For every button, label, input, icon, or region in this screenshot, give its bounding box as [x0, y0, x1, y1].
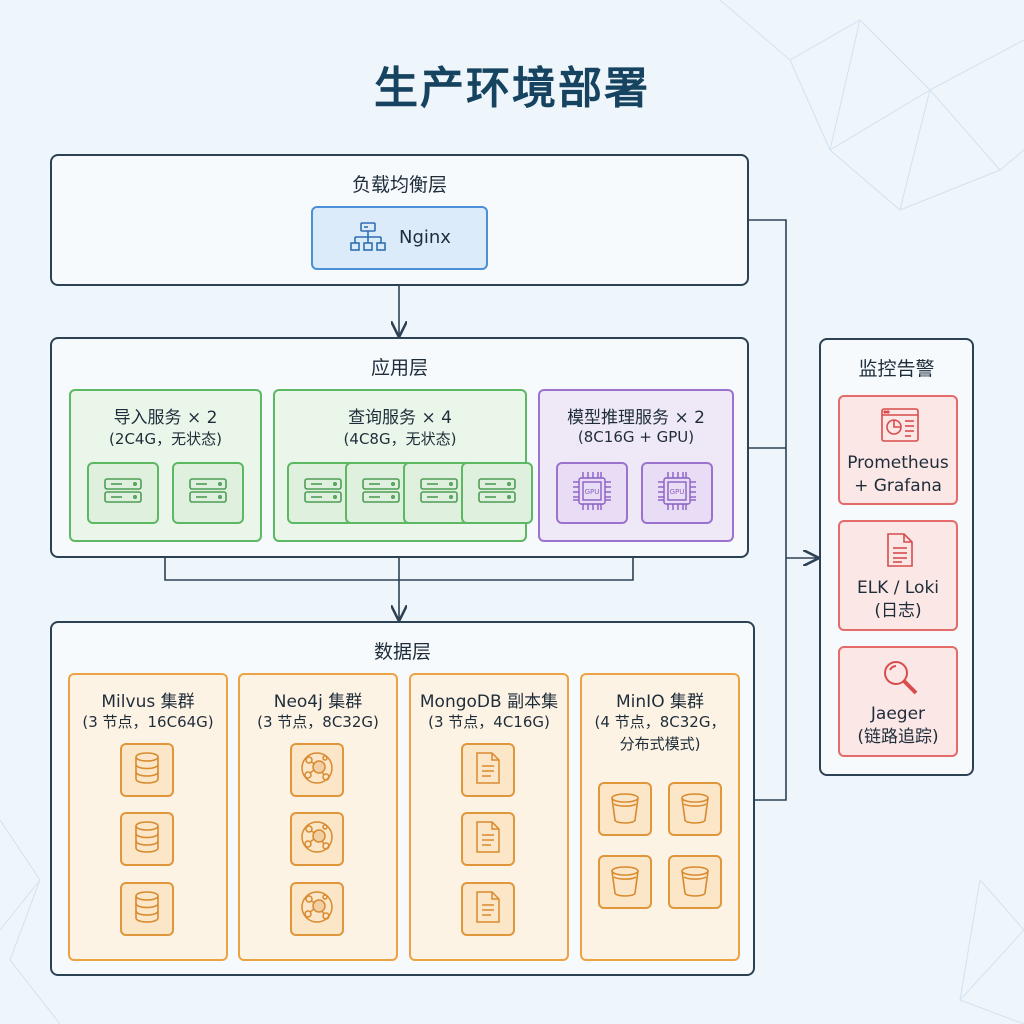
- data-layer-title: 数据层: [373, 641, 431, 663]
- node-tile[interactable]: GPU: [641, 462, 713, 524]
- graph-nodes-icon: [299, 889, 335, 929]
- gpu-chip-icon: GPU: [655, 469, 699, 517]
- server-icon: [418, 476, 460, 510]
- node-tile[interactable]: [668, 855, 722, 909]
- query-service-spec: (4C8G，无状态): [343, 430, 457, 448]
- monitoring-title: 监控告警: [858, 358, 935, 380]
- app-layer-title: 应用层: [370, 357, 428, 379]
- node-tile[interactable]: [120, 882, 174, 936]
- import-service-name: 导入服务 × 2: [113, 408, 218, 428]
- import-service-spec: (2C4G，无状态): [109, 430, 222, 448]
- node-tile[interactable]: [598, 782, 652, 836]
- data-layer: 数据层 Milvus 集群 (3 节点，16C64G) Neo4j 集群 (3 …: [50, 621, 755, 976]
- minio-name: MinIO 集群: [616, 692, 704, 712]
- node-tile[interactable]: [290, 743, 344, 797]
- elk-loki-sub: (日志): [874, 601, 922, 621]
- node-tile[interactable]: [87, 462, 159, 524]
- gpu-chip-icon: GPU: [570, 469, 614, 517]
- prometheus-grafana-box[interactable]: Prometheus + Grafana: [838, 395, 958, 505]
- magnifier-icon: [880, 658, 920, 700]
- application-layer: 应用层 导入服务 × 2 (2C4G，无状态) 查询服务 × 4 (4C8G，无…: [50, 337, 749, 558]
- node-tile[interactable]: [668, 782, 722, 836]
- bucket-icon: [678, 863, 712, 901]
- node-tile[interactable]: [120, 743, 174, 797]
- page-title: 生产环境部署: [374, 63, 650, 114]
- graph-nodes-icon: [299, 819, 335, 859]
- database-icon: [132, 820, 162, 858]
- document-icon: [474, 890, 502, 928]
- server-icon: [360, 476, 402, 510]
- document-icon: [474, 751, 502, 789]
- bucket-icon: [678, 790, 712, 828]
- milvus-name: Milvus 集群: [101, 692, 195, 712]
- node-tile[interactable]: [461, 743, 515, 797]
- import-service-group[interactable]: 导入服务 × 2 (2C4G，无状态): [69, 389, 262, 542]
- mongodb-replica-set[interactable]: MongoDB 副本集 (3 节点，4C16G): [409, 673, 569, 961]
- milvus-cluster[interactable]: Milvus 集群 (3 节点，16C64G): [68, 673, 228, 961]
- server-icon: [476, 476, 518, 510]
- dashboard-chart-icon: [880, 407, 920, 447]
- query-service-name: 查询服务 × 4: [348, 408, 452, 428]
- document-icon: [474, 820, 502, 858]
- mongodb-name: MongoDB 副本集: [419, 692, 559, 712]
- jaeger-sub: (链路追踪): [857, 727, 939, 747]
- minio-spec: (4 节点，8C32G，: [594, 713, 726, 731]
- nginx-box[interactable]: Nginx: [311, 206, 488, 270]
- svg-text:GPU: GPU: [585, 488, 600, 496]
- node-tile[interactable]: GPU: [556, 462, 628, 524]
- svg-text:GPU: GPU: [670, 488, 685, 496]
- inference-service-name: 模型推理服务 × 2: [567, 408, 705, 428]
- node-tile[interactable]: [290, 882, 344, 936]
- log-file-icon: [885, 532, 915, 572]
- node-tile[interactable]: [120, 812, 174, 866]
- node-tile[interactable]: [172, 462, 244, 524]
- graph-nodes-icon: [299, 750, 335, 790]
- neo4j-spec: (3 节点，8C32G): [257, 713, 379, 731]
- nginx-label: Nginx: [399, 227, 451, 248]
- database-icon: [132, 890, 162, 928]
- neo4j-name: Neo4j 集群: [273, 692, 363, 712]
- load-balancer-layer: 负载均衡层 Nginx: [50, 154, 749, 286]
- mongodb-spec: (3 节点，4C16G): [428, 713, 550, 731]
- bucket-icon: [608, 790, 642, 828]
- minio-cluster[interactable]: MinIO 集群 (4 节点，8C32G， 分布式模式): [580, 673, 740, 961]
- network-topology-icon: [349, 221, 387, 259]
- lb-layer-title: 负载均衡层: [351, 174, 447, 196]
- neo4j-cluster[interactable]: Neo4j 集群 (3 节点，8C32G): [238, 673, 398, 961]
- grafana-label: + Grafana: [854, 476, 942, 496]
- monitoring-trunk-line: [749, 219, 787, 801]
- inference-service-group[interactable]: 模型推理服务 × 2 (8C16G + GPU) GPU GPU: [538, 389, 734, 542]
- server-icon: [102, 476, 144, 510]
- query-service-group[interactable]: 查询服务 × 4 (4C8G，无状态): [273, 389, 533, 542]
- node-tile[interactable]: [461, 812, 515, 866]
- minio-mode: 分布式模式): [619, 735, 701, 753]
- database-icon: [132, 751, 162, 789]
- node-tile[interactable]: [598, 855, 652, 909]
- node-tile[interactable]: [461, 882, 515, 936]
- node-tile[interactable]: [461, 462, 533, 524]
- elk-loki-box[interactable]: ELK / Loki (日志): [838, 520, 958, 631]
- jaeger-box[interactable]: Jaeger (链路追踪): [838, 646, 958, 757]
- milvus-spec: (3 节点，16C64G): [82, 713, 214, 731]
- node-tile[interactable]: [290, 812, 344, 866]
- inference-service-spec: (8C16G + GPU): [577, 428, 695, 446]
- server-icon: [187, 476, 229, 510]
- jaeger-label: Jaeger: [870, 704, 926, 724]
- server-icon: [302, 476, 344, 510]
- prometheus-label: Prometheus: [847, 453, 949, 473]
- monitoring-panel: 监控告警 Prometheus + Grafana ELK / Loki (日志…: [819, 338, 974, 776]
- bucket-icon: [608, 863, 642, 901]
- elk-loki-label: ELK / Loki: [856, 578, 940, 598]
